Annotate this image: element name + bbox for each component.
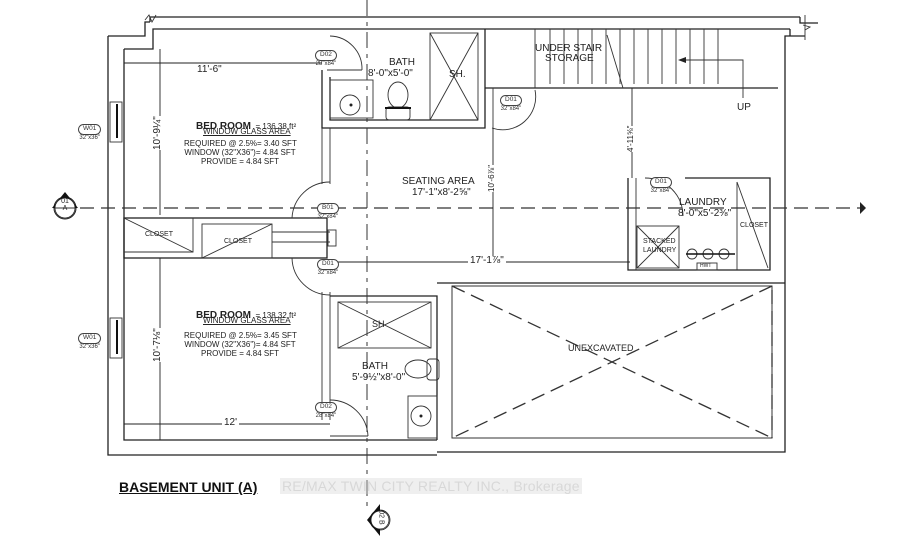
under-stair-line2: STORAGE [545, 53, 594, 64]
room-title: BED ROOM [196, 310, 251, 321]
closets [123, 128, 337, 420]
hwt-label: HWT [700, 263, 712, 269]
top-bath-walls [321, 29, 486, 129]
tag-code: W01 [78, 124, 102, 135]
window-glass-area-title: WINDOW GLASS AREA [203, 316, 291, 325]
laundry-closet-label: CLOSET [740, 222, 769, 229]
bedroom-top-label: BED ROOM = 136.38 ft² [196, 117, 296, 133]
bath-top-title: BATH [389, 57, 415, 68]
bedroom-bottom-glass-calc: REQUIRED @ 2.5%= 3.45 SFT WINDOW (32"X36… [184, 331, 297, 358]
tag-size: 32"x84" [650, 187, 672, 194]
stacked-line1: STACKED [643, 238, 676, 245]
under-stair-line1: UNDER STAIR [535, 43, 603, 54]
tag-size: 32"x84" [317, 269, 339, 276]
door-tag-d01-closet: D01 32"x84" [317, 259, 339, 276]
provide-text: PROVIDE = 4.84 SFT [200, 157, 280, 166]
tag-size: 28"x84" [315, 412, 337, 419]
room-title: BED ROOM [196, 121, 251, 132]
tag-size: 32"x36" [79, 134, 100, 141]
bedroom-top-width: 11'-6" [195, 60, 224, 76]
dimension-label: 11'-6" [195, 64, 224, 75]
tag-code: D02 [315, 50, 337, 61]
section-number: 01 [61, 198, 69, 205]
bedroom-bottom-width: 12' [222, 417, 240, 428]
laundry-title: LAUNDRY [679, 197, 727, 208]
laundry-size: 8'-0"x5'-2⅜" [678, 208, 732, 219]
bath-bottom-title: BATH [362, 361, 388, 372]
seating-area-size: 17'-1"x8'-2⅝" [412, 187, 471, 198]
tag-size: 32"x36" [79, 343, 100, 350]
bedroom-top-height: 10'-9¼" [152, 116, 163, 150]
stair-up-label: UP [737, 102, 751, 113]
section-marker-02 [367, 504, 391, 536]
tag-size: 28"x84" [315, 60, 337, 67]
provide-text: PROVIDE = 4.84 SFT [200, 349, 280, 358]
closet-left-label: CLOSET [145, 231, 174, 238]
section-marker-01-label: 01 A [57, 198, 73, 212]
stacked-line2: LAUNDRY [643, 247, 677, 254]
section-marker-02-label: 02 B [378, 510, 385, 526]
tag-code: W01 [78, 333, 102, 344]
tag-code: D01 [500, 95, 522, 106]
section-marker-01 [52, 192, 78, 220]
room-area: = 136.38 ft² [255, 122, 297, 131]
door-tag-d01-laundry: D01 32"x84" [650, 177, 672, 194]
room-area: = 138.32 ft² [255, 311, 297, 320]
bedroom-bottom-height: 10'-7⅛" [152, 328, 163, 362]
unexcavated-area [437, 282, 785, 439]
shower-bottom-label: SH [372, 319, 385, 329]
section-letter: A [62, 205, 68, 212]
section-letter: B [377, 520, 385, 525]
bedroom-top-glass-calc: REQUIRED @ 2.5%= 3.40 SFT WINDOW (32"X36… [184, 139, 297, 166]
stair [485, 29, 778, 131]
brokerage-watermark: RE/MAX TWIN CITY REALTY INC., Brokerage [280, 478, 582, 494]
tag-code: D02 [315, 402, 337, 413]
window-text: WINDOW (32"X36")= 4.84 SFT [184, 148, 296, 157]
door-tag-d02-top: D02 28"x84" [315, 50, 337, 67]
seating-height-dim: 10'-6⅞" [487, 164, 496, 192]
tag-size: 32"x84" [317, 213, 339, 220]
closet-right-label: CLOSET [224, 238, 253, 245]
tag-code: D01 [317, 259, 339, 270]
bath-bottom-size: 5'-9½"x8'-0" [352, 372, 406, 383]
window-glass-area-title: WINDOW GLASS AREA [203, 127, 291, 136]
bath-top-size: 8'-0"x5'-0" [368, 68, 413, 79]
center-lines [80, 0, 866, 510]
bedroom-bottom-label: BED ROOM = 138.32 ft² [196, 306, 296, 322]
windows [109, 101, 123, 359]
required-text: REQUIRED @ 2.5%= 3.40 SFT [184, 139, 297, 148]
drawing-title: BASEMENT UNIT (A) [119, 479, 258, 495]
door-tag-b01: B01 32"x84" [317, 203, 339, 220]
stacked-laundry-label: STACKED LAUNDRY [643, 237, 677, 255]
laundry-walls [627, 177, 771, 271]
tag-size: 32"x84" [500, 105, 522, 112]
window-text: WINDOW (32"X36")= 4.84 SFT [184, 340, 296, 349]
door-tag-d01-stair: D01 32"x84" [500, 95, 522, 112]
exterior-walls [107, 14, 818, 456]
window-tag-bottom: W01 32"x36" [78, 333, 102, 350]
shower-top-label: SH. [449, 69, 466, 80]
required-text: REQUIRED @ 2.5%= 3.45 SFT [184, 331, 297, 340]
tag-code: B01 [317, 203, 339, 214]
section-number: 02 [377, 510, 385, 519]
seating-area-title: SEATING AREA [402, 176, 475, 187]
unexcavated-label: UNEXCAVATED [568, 343, 634, 353]
tag-code: D01 [650, 177, 672, 188]
door-tag-d02-bottom: D02 28"x84" [315, 402, 337, 419]
window-tag-top: W01 32"x36" [78, 124, 102, 141]
stair-dimension: 4'-11⅝" [626, 125, 635, 152]
seating-width-dim: 17'-1⅞" [468, 255, 506, 266]
